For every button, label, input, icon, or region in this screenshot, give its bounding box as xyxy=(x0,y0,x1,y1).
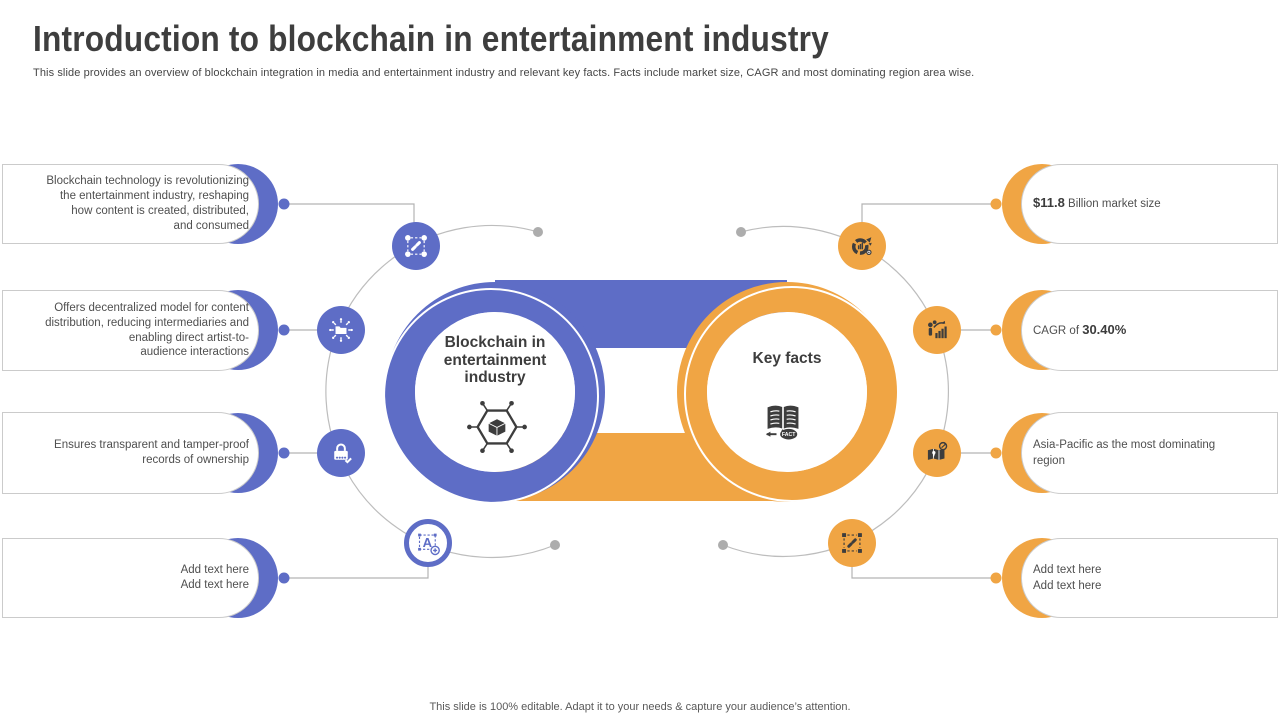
footer-note: This slide is 100% editable. Adapt it to… xyxy=(429,701,851,713)
card-tip-dot xyxy=(278,572,290,584)
dominating-region-icon[interactable] xyxy=(913,429,961,477)
connector-l4 xyxy=(284,566,429,579)
padlock-glyph xyxy=(334,443,352,464)
info-card-text: Offers decentralized model for content d… xyxy=(45,301,249,359)
folder-spokes-glyph xyxy=(329,318,353,342)
text-before: Asia-Pacific as the most dominating regi… xyxy=(1033,438,1216,467)
info-card-text: $11.8 Billion market size xyxy=(1033,195,1271,212)
info-card-left-4[interactable]: Add text here Add text here xyxy=(2,538,259,618)
fact-book-glyph: FACT xyxy=(765,405,799,440)
right-orbit-arc xyxy=(722,225,949,558)
info-card-right-1[interactable]: $11.8 Billion market size xyxy=(1021,164,1278,244)
info-card-text: Asia-Pacific as the most dominating regi… xyxy=(1033,438,1271,469)
blockchain-cube-glyph xyxy=(467,400,527,454)
card-tip-dot xyxy=(278,447,290,459)
card-tip-dot xyxy=(990,324,1002,336)
info-card-left-1[interactable]: Blockchain technology is revolutionizing… xyxy=(2,164,259,244)
add-text-icon[interactable]: A xyxy=(404,519,452,567)
arc-end-dot xyxy=(718,540,728,550)
connector-r4 xyxy=(851,566,996,579)
fact-book-icon: FACT xyxy=(757,396,809,453)
blockchain-circle-inner xyxy=(415,312,575,472)
info-card-left-3[interactable]: Ensures transparent and tamper-proof rec… xyxy=(2,412,259,494)
ownership-lock-icon[interactable] xyxy=(317,429,365,477)
network-nodes-glyph xyxy=(842,533,862,553)
market-chart-glyph xyxy=(851,237,872,255)
info-card-text: CAGR of 30.40% xyxy=(1033,321,1271,339)
key-facts-circle-inner xyxy=(707,312,867,472)
blockchain-network-glyph xyxy=(405,235,427,257)
orange-ring-highlight xyxy=(684,286,900,502)
blockchain-circle-ring[interactable] xyxy=(385,282,605,502)
card-tip-dot xyxy=(278,198,290,210)
network-nodes-icon[interactable] xyxy=(828,519,876,567)
slide-subtitle: This slide provides an overview of block… xyxy=(33,67,975,79)
map-pin-glyph xyxy=(927,441,948,460)
key-figure: $11.8 xyxy=(1033,195,1065,211)
info-card-text: Blockchain technology is revolutionizing… xyxy=(46,175,249,232)
decentralized-distribution-icon[interactable] xyxy=(317,306,365,354)
add-text-glyph: A xyxy=(418,533,440,556)
text-after: Billion market size xyxy=(1064,198,1161,211)
svg-text:A: A xyxy=(423,535,433,550)
info-card-text: Add text here Add text here xyxy=(1033,563,1271,594)
arc-end-dot xyxy=(550,540,560,550)
key-figure: 30.40% xyxy=(1082,321,1127,337)
info-card-right-3[interactable]: Asia-Pacific as the most dominating regi… xyxy=(1021,412,1278,494)
connector-r1 xyxy=(861,203,996,223)
card-tip-dot xyxy=(990,572,1002,584)
blockchain-cube-icon xyxy=(466,396,528,463)
card-tip-dot xyxy=(990,447,1002,459)
info-card-text: Ensures transparent and tamper-proof rec… xyxy=(54,439,249,466)
info-card-text: Add text here Add text here xyxy=(180,564,249,591)
arc-end-dot xyxy=(533,227,543,237)
key-facts-circle-ring[interactable] xyxy=(677,282,897,502)
info-card-right-4[interactable]: Add text here Add text here xyxy=(1021,538,1278,618)
text-before: CAGR of xyxy=(1033,324,1083,337)
key-facts-circle-label: Key facts xyxy=(752,350,822,367)
blue-ring-highlight xyxy=(383,288,599,504)
page-title: Introduction to blockchain in entertainm… xyxy=(33,18,829,59)
left-orbit-arc xyxy=(325,224,556,559)
info-card-left-2[interactable]: Offers decentralized model for content d… xyxy=(2,290,259,371)
blockchain-circle-label: Blockchain in entertainment industry xyxy=(443,334,547,386)
blockchain-network-icon[interactable] xyxy=(392,222,440,270)
connector-l1 xyxy=(284,203,415,223)
growth-person-glyph xyxy=(928,320,947,339)
arc-end-dot xyxy=(736,227,746,237)
info-card-right-2[interactable]: CAGR of 30.40% xyxy=(1021,290,1278,371)
card-tip-dot xyxy=(278,324,290,336)
market-size-icon[interactable] xyxy=(838,222,886,270)
text-before: Add text here Add text here xyxy=(1033,563,1102,592)
fact-badge-text: FACT xyxy=(782,432,796,438)
card-tip-dot xyxy=(990,198,1002,210)
cagr-growth-icon[interactable] xyxy=(913,306,961,354)
